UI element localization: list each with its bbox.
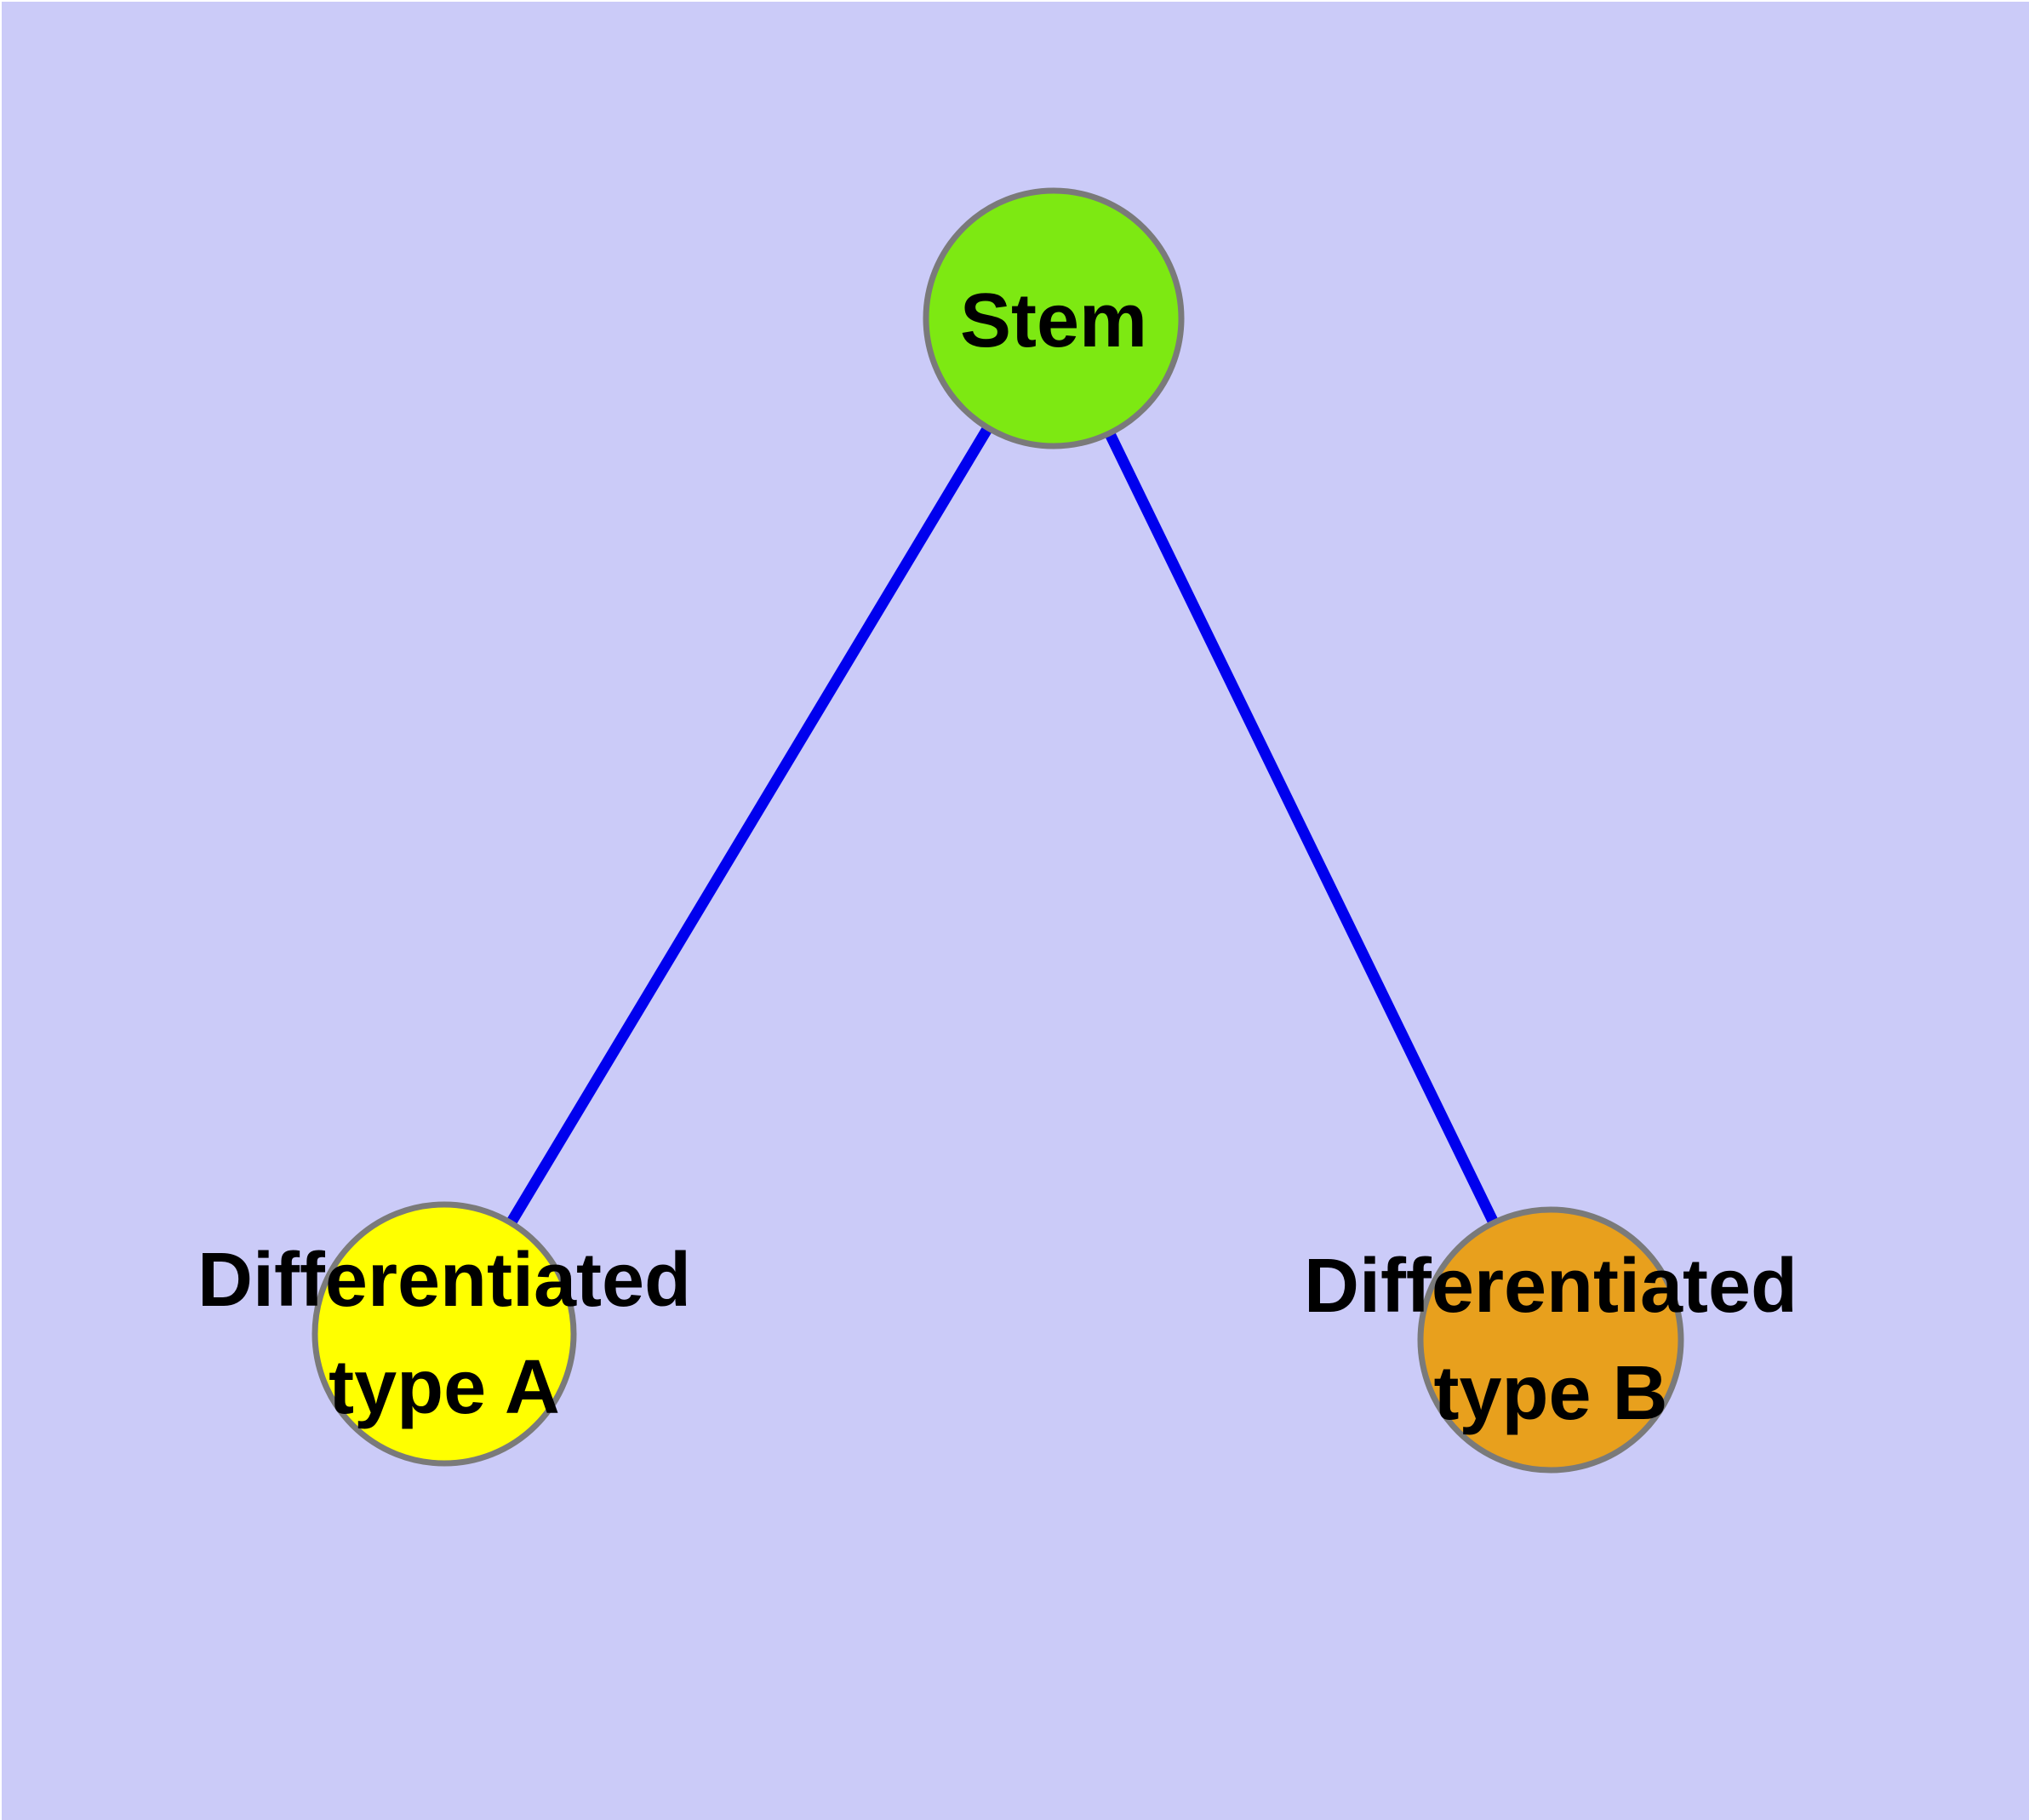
node-type-a-label-line1: Differentiated [197,1238,691,1323]
node-differentiated-type-a[interactable]: Differentiated type A [197,1201,691,1467]
node-differentiated-type-b[interactable]: Differentiated type B [1304,1206,1798,1474]
node-type-b-label-line1: Differentiated [1304,1244,1798,1329]
edge-stem-to-type-a [439,315,1059,1337]
node-stem[interactable]: Stem [923,187,1185,449]
node-type-b-label-line2: type B [1433,1351,1667,1436]
edge-stem-to-type-b [1049,316,1556,1342]
node-type-a-circle[interactable] [311,1201,577,1467]
node-type-a-label-line2: type A [329,1345,560,1430]
node-stem-label: Stem [960,278,1147,363]
node-stem-circle[interactable] [923,187,1185,449]
node-type-b-circle[interactable] [1417,1206,1684,1474]
